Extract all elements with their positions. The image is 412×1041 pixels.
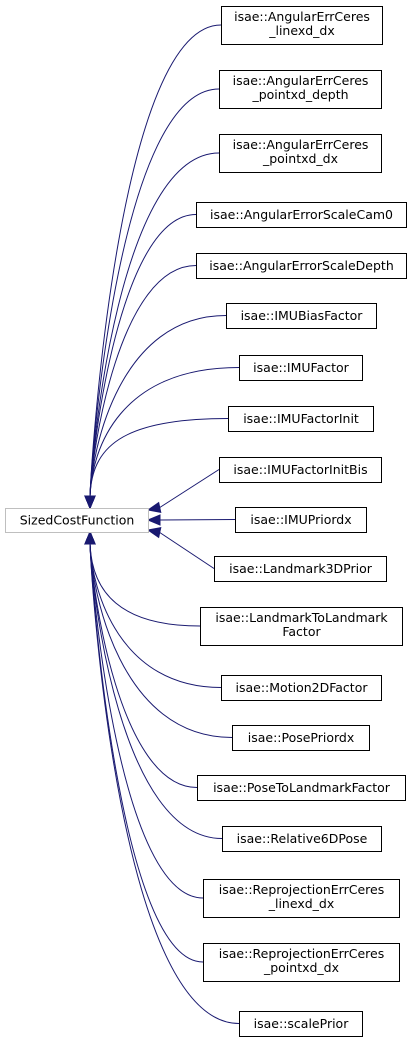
- derived-class-label: isae::IMUFactor: [253, 360, 350, 375]
- derived-class-label: _linexd_dx: [268, 23, 335, 38]
- derived-class-box: [219, 134, 382, 173]
- derived-class-label: isae::ReprojectionErrCeres: [219, 946, 384, 961]
- inheritance-edge: [89, 543, 204, 963]
- derived-class-node[interactable]: isae::Motion2DFactor: [221, 675, 382, 701]
- derived-class-box: [222, 826, 382, 852]
- inheritance-arrowhead: [84, 530, 96, 545]
- base-class-node[interactable]: SizedCostFunction: [5, 508, 149, 533]
- derived-class-box: [239, 1011, 363, 1037]
- derived-class-node[interactable]: isae::AngularErrorScaleCam0: [196, 202, 407, 228]
- derived-class-node[interactable]: isae::IMUFactorInitBis: [219, 457, 382, 483]
- inheritance-arrowhead: [146, 501, 162, 514]
- inheritance-edge: [158, 469, 220, 509]
- derived-class-box: [235, 507, 367, 533]
- derived-class-label: isae::AngularErrCeres: [234, 9, 370, 24]
- derived-class-node[interactable]: isae::scalePrior: [239, 1011, 363, 1037]
- derived-class-node[interactable]: isae::Relative6DPose: [222, 826, 382, 852]
- derived-class-label: isae::AngularErrorScaleDepth: [209, 258, 394, 273]
- derived-class-node[interactable]: isae::AngularErrCeres_linexd_dx: [221, 6, 383, 45]
- derived-class-label: isae::PoseToLandmarkFactor: [213, 780, 391, 795]
- derived-class-node[interactable]: isae::ReprojectionErrCeres_linexd_dx: [203, 879, 400, 918]
- derived-class-label: _pointxd_dx: [262, 151, 338, 166]
- derived-class-box: [197, 775, 406, 801]
- derived-class-label: isae::ReprojectionErrCeres: [219, 882, 384, 897]
- inheritance-edge: [89, 543, 240, 1024]
- inheritance-edge: [89, 543, 201, 627]
- derived-class-box: [200, 607, 403, 646]
- inheritance-edge: [158, 531, 215, 569]
- derived-class-box: [203, 943, 400, 982]
- inheritance-edge: [89, 418, 229, 497]
- derived-class-node[interactable]: isae::AngularErrorScaleDepth: [196, 253, 407, 279]
- inheritance-edge: [89, 88, 220, 497]
- inheritance-arrowhead: [84, 495, 96, 510]
- base-class-label: SizedCostFunction: [20, 513, 135, 528]
- derived-class-box: [203, 879, 400, 918]
- base-class-box: [5, 508, 149, 533]
- derived-class-box: [214, 556, 387, 582]
- derived-class-label: isae::scalePrior: [254, 1016, 350, 1031]
- derived-class-node[interactable]: isae::Landmark3DPrior: [214, 556, 387, 582]
- derived-class-node[interactable]: isae::IMUFactorInit: [228, 406, 374, 432]
- derived-class-label: isae::IMUBiasFactor: [241, 308, 364, 323]
- derived-class-label: isae::IMUPriordx: [250, 512, 351, 527]
- derived-class-node[interactable]: isae::PosePriordx: [232, 725, 370, 751]
- derived-class-node[interactable]: isae::IMUPriordx: [235, 507, 367, 533]
- inheritance-arrowhead: [146, 514, 161, 526]
- derived-class-box: [221, 675, 382, 701]
- derived-class-label: isae::AngularErrorScaleCam0: [210, 207, 393, 222]
- derived-class-node[interactable]: isae::IMUFactor: [239, 355, 363, 381]
- inheritance-edge: [89, 367, 240, 497]
- derived-class-box: [219, 70, 382, 109]
- inheritance-edge: [89, 265, 197, 497]
- derived-class-box: [228, 406, 374, 432]
- derived-class-label: isae::LandmarkToLandmark: [215, 610, 388, 625]
- inheritance-edge: [159, 519, 236, 521]
- derived-class-label: _pointxd_dx: [263, 960, 339, 975]
- derived-class-label: isae::Landmark3DPrior: [229, 561, 373, 576]
- derived-class-label: _linexd_dx: [268, 896, 335, 911]
- derived-class-box: [239, 355, 363, 381]
- derived-class-node[interactable]: isae::PoseToLandmarkFactor: [197, 775, 406, 801]
- derived-class-label: isae::IMUFactorInitBis: [233, 462, 367, 477]
- derived-class-node[interactable]: isae::AngularErrCeres_pointxd_depth: [219, 70, 382, 109]
- derived-class-box: [196, 202, 407, 228]
- derived-class-label: isae::Motion2DFactor: [236, 680, 369, 695]
- derived-class-box: [219, 457, 382, 483]
- derived-class-label: _pointxd_depth: [251, 87, 348, 102]
- derived-class-box: [226, 303, 377, 329]
- derived-class-box: [196, 253, 407, 279]
- derived-class-label: isae::PosePriordx: [248, 730, 355, 745]
- derived-class-label: Factor: [282, 624, 321, 639]
- inheritance-edge: [89, 543, 198, 788]
- derived-class-node[interactable]: isae::ReprojectionErrCeres_pointxd_dx: [203, 943, 400, 982]
- derived-class-label: isae::Relative6DPose: [237, 831, 368, 846]
- derived-class-label: isae::AngularErrCeres: [233, 137, 369, 152]
- derived-class-node[interactable]: isae::IMUBiasFactor: [226, 303, 377, 329]
- derived-class-box: [232, 725, 370, 751]
- derived-class-box: [221, 6, 383, 45]
- derived-class-label: isae::IMUFactorInit: [243, 411, 359, 426]
- inheritance-arrowhead: [146, 526, 162, 539]
- edges-layer: [84, 24, 240, 1024]
- nodes-layer: SizedCostFunctionisae::AngularErrCeres_l…: [5, 6, 407, 1037]
- derived-class-label: isae::AngularErrCeres: [233, 73, 369, 88]
- derived-class-node[interactable]: isae::AngularErrCeres_pointxd_dx: [219, 134, 382, 173]
- inheritance-edge: [89, 214, 197, 497]
